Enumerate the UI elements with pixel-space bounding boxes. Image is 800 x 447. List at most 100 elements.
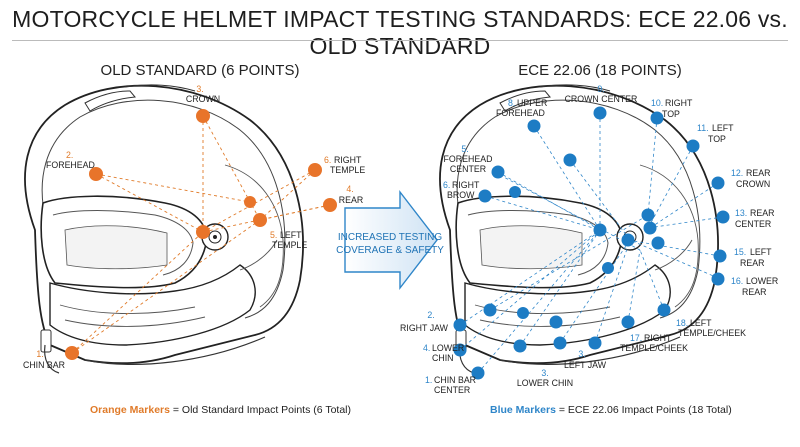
old-standard-heading: OLD STANDARD (6 POINTS) [100, 62, 300, 79]
marker-rear-crown [711, 176, 725, 190]
marker-crown-center [593, 106, 607, 120]
label-left-jaw: LEFT JAW [564, 360, 607, 370]
label-num: 10. [651, 98, 663, 108]
label-left-temple-cheek-2: TEMPLE/CHEEK [678, 328, 746, 338]
label-num: 1. [425, 375, 432, 385]
marker-left-jaw [553, 336, 567, 350]
label-rear-center-1: REAR [750, 208, 774, 218]
label-right-jaw: RIGHT JAW [400, 323, 449, 333]
marker-inner-5 [643, 221, 657, 235]
label-num: 1. [36, 349, 43, 359]
marker-right-top [650, 111, 664, 125]
marker-cheek-1 [549, 315, 563, 329]
marker-left-temple [253, 213, 267, 227]
label-num: 15. [734, 247, 746, 257]
marker-inner-8 [602, 262, 614, 274]
label-right-brow-2: BROW [447, 190, 475, 200]
label-num: 5. [270, 230, 277, 240]
label-left-rear-2: REAR [740, 258, 764, 268]
label-num: 6. [324, 155, 331, 165]
marker-inner-4 [641, 208, 655, 222]
label-rear-crown-2: CROWN [736, 179, 770, 189]
marker-right-brow [478, 189, 492, 203]
label-num: 17. [630, 333, 642, 343]
marker-chin-bar [65, 346, 79, 360]
label-num: 4. [346, 184, 353, 194]
label-num: 3. [196, 84, 203, 94]
ece-legend: Blue Markers = ECE 22.06 Impact Points (… [490, 404, 732, 416]
label-num: 6. [443, 180, 450, 190]
label-right-temple-cheek-1: RIGHT [644, 333, 672, 343]
old-standard-markers [65, 109, 337, 360]
marker-jaw-mid [483, 303, 497, 317]
label-left-temple-2: TEMPLE [272, 240, 307, 250]
marker-left-rear [713, 249, 727, 263]
label-chin-bar-center-2: CENTER [434, 385, 470, 395]
label-upper-forehead-2: FOREHEAD [496, 108, 545, 118]
label-rear: REAR [339, 195, 363, 205]
marker-inner-6 [621, 233, 635, 247]
label-num: 2. [427, 310, 434, 320]
marker-rear-center [716, 210, 730, 224]
marker-chin-bar-center [471, 366, 485, 380]
label-num: 18. [676, 318, 688, 328]
arrow-line-2: COVERAGE & SAFETY [336, 245, 444, 256]
label-left-temple-1: LEFT [280, 230, 302, 240]
label-chin-bar: CHIN BAR [23, 360, 65, 370]
label-num: 16. [731, 276, 743, 286]
marker-lower-chin-side [453, 343, 467, 357]
label-num: 3. [578, 349, 585, 359]
label-forehead-center-2: CENTER [450, 164, 486, 174]
label-lower-chin-1: LOWER [432, 343, 464, 353]
marker-chin-mid [517, 307, 529, 319]
label-lower-chin: LOWER CHIN [517, 378, 573, 388]
label-num: 12. [731, 168, 743, 178]
label-forehead-center-1: FOREHEAD [444, 154, 493, 164]
marker-cheek-2 [588, 336, 602, 350]
label-crown: CROWN [186, 94, 220, 104]
label-left-top-1: LEFT [712, 123, 734, 133]
marker-rear [323, 198, 337, 212]
label-right-temple-1: RIGHT [334, 155, 362, 165]
label-num: 11. [697, 123, 709, 133]
ece-markers [453, 106, 730, 380]
label-upper-forehead-1: UPPER [517, 98, 547, 108]
label-forehead: FOREHEAD [46, 160, 95, 170]
label-num: 13. [735, 208, 747, 218]
marker-lower-rear [711, 272, 725, 286]
marker-left-temple-cheek [657, 303, 671, 317]
label-rear-crown-1: REAR [746, 168, 770, 178]
label-crown-center: CROWN CENTER [565, 94, 638, 104]
coverage-arrow: INCREASED TESTING COVERAGE & SAFETY [336, 189, 444, 291]
marker-right-temple [308, 163, 322, 177]
label-right-brow-1: RIGHT [452, 180, 480, 190]
legend-orange-strong: Orange Markers [90, 404, 170, 416]
ece-helmet [439, 84, 719, 374]
marker-right-jaw [453, 318, 467, 332]
marker-inner-7 [651, 236, 665, 250]
marker-center-2 [244, 196, 256, 208]
old-standard-guides [71, 115, 331, 354]
label-num: 2. [66, 150, 73, 160]
label-lower-rear-2: REAR [742, 287, 766, 297]
label-lower-rear-1: LOWER [746, 276, 778, 286]
marker-inner-2 [509, 186, 521, 198]
marker-center [196, 225, 210, 239]
label-right-top-2: TOP [662, 109, 680, 119]
marker-inner-1 [563, 153, 577, 167]
label-num: 9. [597, 84, 604, 94]
marker-crown [196, 109, 210, 123]
label-right-top-1: RIGHT [665, 98, 693, 108]
label-left-temple-cheek-1: LEFT [690, 318, 712, 328]
label-num: 8. [508, 98, 515, 108]
legend-blue-strong: Blue Markers [490, 404, 556, 416]
legend-orange-text: = Old Standard Impact Points (6 Total) [169, 404, 351, 416]
label-num: 3. [541, 368, 548, 378]
marker-forehead-center [491, 165, 505, 179]
ece-heading: ECE 22.06 (18 POINTS) [518, 62, 682, 79]
arrow-line-1: INCREASED TESTING [338, 232, 442, 243]
title-divider [12, 40, 788, 41]
legend-blue-text: = ECE 22.06 Impact Points (18 Total) [555, 404, 732, 416]
ece-labels: 9. CROWN CENTER 8. UPPER FOREHEAD 10. RI… [400, 84, 778, 395]
